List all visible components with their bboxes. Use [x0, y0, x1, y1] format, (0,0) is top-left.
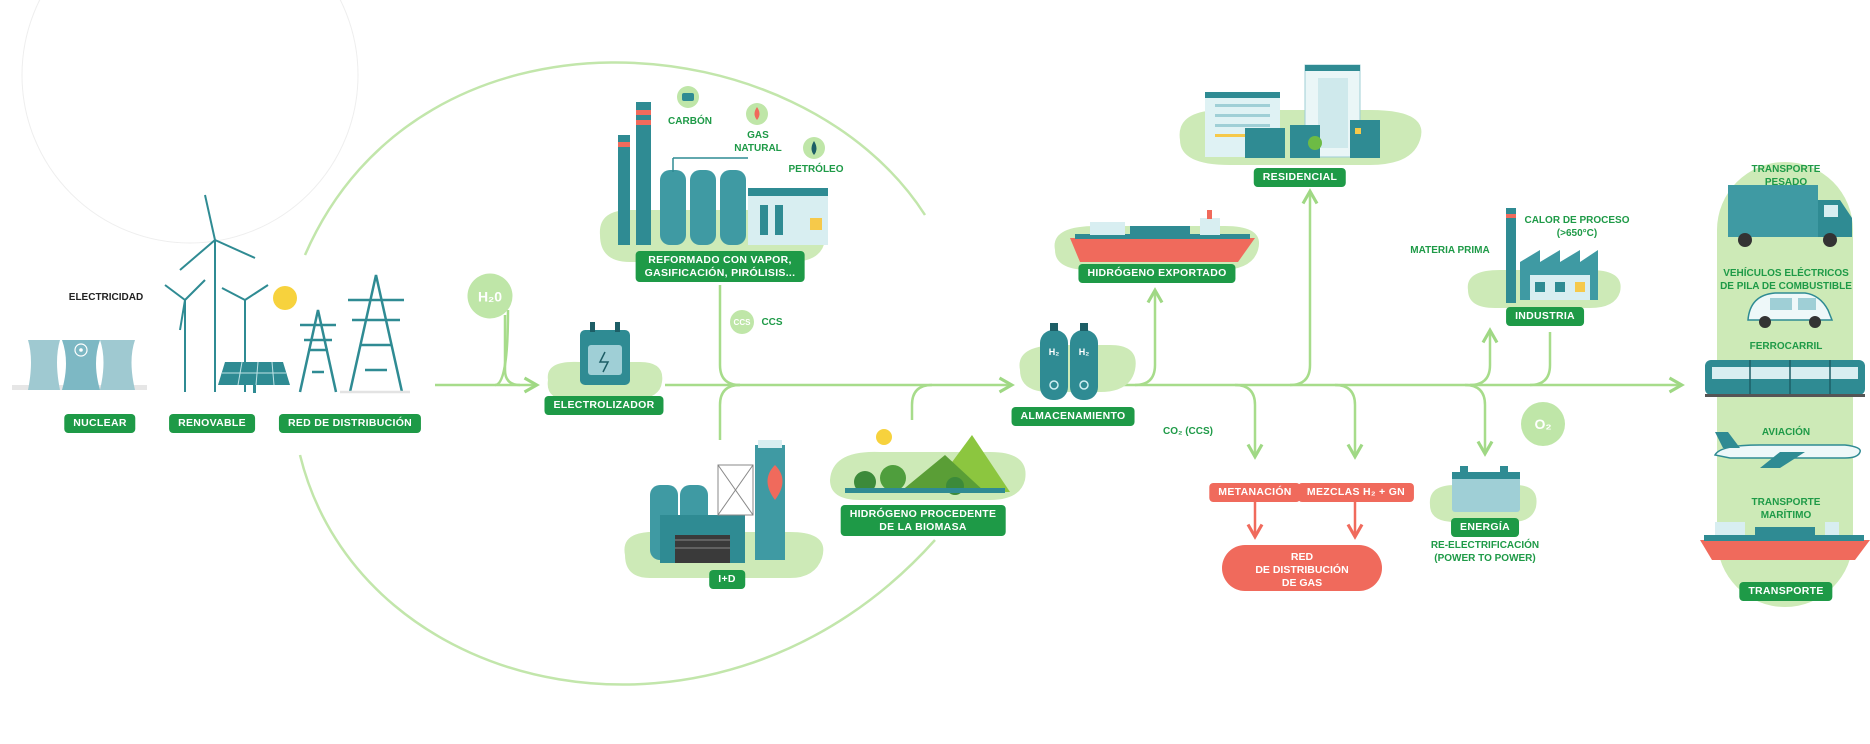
airplane-illustration: [1713, 432, 1861, 468]
sun-icon: [273, 286, 297, 310]
h2o-label: H₂0: [477, 288, 503, 304]
h2o-bubble: H₂0: [467, 273, 513, 319]
grid-tag: RED DE DISTRIBUCIÓN: [278, 414, 422, 433]
oil-label: PETRÓLEO: [788, 164, 844, 175]
coal-label: CARBÓN: [668, 116, 712, 127]
transport-tag: TRANSPORTE: [1739, 582, 1833, 601]
flow-lines: [435, 188, 1685, 460]
gas-flame-glyph: [754, 107, 760, 120]
industry-tag: INDUSTRIA: [1506, 307, 1584, 326]
electricity-label: ELECTRICIDAD: [68, 292, 144, 303]
methanation-tag: METANACIÓN: [1209, 483, 1301, 502]
electrolyzer-tag: ELECTROLIZADOR: [544, 396, 664, 415]
blends-tag: MEZCLAS H₂ + GN: [1297, 483, 1415, 502]
nuclear-plant-illustration: [12, 340, 147, 390]
railway-label: FERROCARRIL: [1749, 341, 1823, 352]
nuclear-tag: NUCLEAR: [64, 414, 136, 433]
export-ship-illustration: [1070, 210, 1255, 262]
residential-buildings-illustration: [1205, 64, 1380, 158]
truck-illustration: [1728, 185, 1852, 247]
train-illustration: [1705, 360, 1865, 397]
tank-label-1: H₂: [1048, 347, 1060, 357]
natural-gas-label: GAS NATURAL: [734, 130, 782, 154]
electrolyzer-illustration: [580, 322, 630, 385]
storage-tag: ALMACENAMIENTO: [1011, 407, 1135, 426]
research-tag: I+D: [709, 570, 745, 589]
residential-tag: RESIDENCIAL: [1253, 168, 1347, 187]
re-electrification-label: RE-ELECTRIFICACIÓN (POWER TO POWER): [1430, 540, 1540, 564]
hydrogen-tanks-illustration: [1040, 323, 1098, 400]
raw-material-label: MATERIA PRIMA: [1410, 245, 1490, 256]
maritime-label: TRANSPORTE MARÍTIMO: [1751, 497, 1821, 521]
gas-network-box: [1222, 545, 1382, 591]
co2-ccs-label: CO₂ (CCS): [1163, 426, 1213, 437]
battery-illustration: [1452, 466, 1520, 512]
coal-icon-glyph: [682, 93, 694, 101]
gas-network-label: RED DE DISTRIBUCIÓN DE GAS: [1255, 551, 1349, 590]
process-heat-label: CALOR DE PROCESO (>650°C): [1524, 215, 1630, 239]
maritime-ship-illustration: [1700, 522, 1870, 560]
renewable-tag: RENOVABLE: [169, 414, 255, 433]
o2-label: O₂: [1534, 416, 1552, 432]
upper-arc: [303, 61, 927, 256]
ccs-icon-label: CCS: [733, 317, 751, 327]
industry-illustration: [1506, 208, 1598, 303]
background-circle: [21, 0, 359, 244]
reforming-tag: REFORMADO CON VAPOR, GASIFICACIÓN, PIRÓL…: [635, 251, 805, 283]
lower-arc: [298, 454, 936, 686]
export-tag: HIDRÓGENO EXPORTADO: [1078, 264, 1236, 283]
aviation-label: AVIACIÓN: [1761, 427, 1811, 438]
solar-panel-illustration: [218, 286, 297, 393]
tank-label-2: H₂: [1078, 347, 1090, 357]
power-pylons-illustration: [298, 274, 410, 394]
fuel-cell-vehicles-label: VEHÍCULOS ELÉCTRICOS DE PILA DE COMBUSTI…: [1720, 268, 1852, 292]
biomass-illustration: [845, 429, 1010, 495]
research-plant-illustration: [650, 440, 785, 563]
reforming-factory-illustration: [618, 102, 828, 245]
biomass-tag: HIDRÓGENO PROCEDENTE DE LA BIOMASA: [840, 505, 1006, 537]
oil-drop-glyph: [811, 141, 817, 155]
ccs-label: CCS: [761, 317, 783, 328]
ccs-icon: CCS: [730, 310, 754, 334]
heavy-transport-label: TRANSPORTE PESADO: [1751, 164, 1821, 188]
energy-tag: ENERGÍA: [1451, 518, 1519, 537]
car-illustration: [1747, 292, 1834, 328]
o2-bubble: O₂: [1521, 402, 1565, 446]
